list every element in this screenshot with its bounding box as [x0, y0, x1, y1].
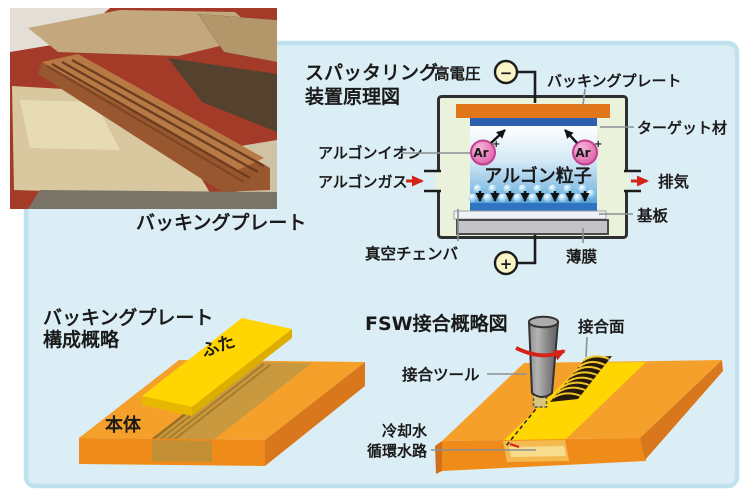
body-label: 本体: [105, 414, 142, 436]
body-channel-notch: [152, 440, 212, 462]
deposition-arrows: [475, 191, 590, 202]
photo-dark-plate: [168, 58, 277, 132]
ar-plus-text: +: [492, 139, 500, 150]
projection-dashed-line: [505, 403, 541, 447]
fsw-left-end-face: [435, 441, 442, 474]
fsw-joint-band: [502, 362, 646, 442]
lid-right-face: [192, 329, 292, 416]
anode-wire: [517, 235, 537, 265]
ar-text: Ar: [575, 146, 590, 160]
sputtering-diagram: スパッタリング 装置原理図 アルゴン粒子: [304, 59, 727, 276]
cooling-channel-label: 循環水路: [367, 442, 428, 460]
joint-surface-label: 接合面: [578, 317, 625, 336]
high-voltage-label: 高電圧: [434, 64, 481, 83]
backing-plate-bar: [456, 104, 610, 118]
weld-seam: [550, 355, 612, 402]
plus-sign: +: [500, 255, 513, 273]
ion-arrow: [564, 129, 578, 144]
joint-tool-label: 接合ツール: [402, 365, 480, 384]
argon-ion-left: Ar +: [470, 129, 506, 166]
ion-arrow: [490, 129, 506, 144]
tool-cylinder: [527, 321, 560, 398]
substrate-strip: [453, 210, 607, 220]
plus-electrode: [493, 250, 519, 276]
target-label: ターゲット材: [637, 119, 727, 137]
exhaust-port-stubs: [624, 169, 641, 193]
plasma-bottom-strip: [470, 203, 597, 211]
vacuum-chamber-label: 真空チェンバ: [365, 244, 459, 263]
photo-cardboard-light: [20, 100, 120, 150]
cooling-water-label: 冷却水: [382, 422, 428, 440]
backing-plate-leader: [582, 88, 586, 106]
argon-gas-label: アルゴンガス: [318, 173, 408, 191]
gas-port-stubs: [424, 169, 441, 193]
lid-near-face: [142, 396, 192, 416]
gas-port-gap: [435, 172, 442, 190]
fsw-tool: [515, 315, 566, 408]
cathode-wire: [517, 70, 537, 103]
argon-ion-label: アルゴンイオン: [318, 144, 423, 162]
ar-text: Ar: [473, 146, 488, 160]
sputter-title-line2: 装置原理図: [304, 85, 400, 108]
substrate-label: 基板: [636, 206, 669, 225]
target-bar: [470, 118, 597, 126]
body-right-face: [265, 362, 365, 466]
photo-groove-line: [46, 65, 245, 183]
exhaust-port-gap: [623, 172, 630, 190]
sputter-title-line1: スパッタリング: [305, 61, 438, 84]
exhaust-label: 排気: [658, 172, 690, 191]
ar-plus-text: +: [594, 139, 602, 150]
joint-surface-leader: [585, 336, 588, 358]
photo-caption: バッキングプレート: [136, 211, 306, 234]
photo-backing-plate: [10, 8, 277, 209]
photo-groove-lines: [51, 58, 265, 180]
minus-electrode: [493, 59, 519, 85]
argon-particle-label: アルゴン粒子: [484, 165, 591, 187]
stage-bar: [456, 219, 609, 235]
plate-title-line1: バッキングプレート: [43, 306, 213, 329]
photo-kraft-bundle-2: [198, 14, 277, 62]
plate-title-line2: 構成概略: [43, 328, 120, 351]
backing-plate-label: バッキングプレート: [547, 72, 682, 90]
argon-ion-right: Ar +: [564, 129, 602, 166]
fsw-cooling-channel-section: [509, 446, 566, 457]
fsw-diagram: FSW接合概略図 接合面 接合ツール 冷却水 循環水路: [365, 312, 723, 474]
lid-top-face: [142, 318, 292, 407]
projection-red-tick: [509, 443, 520, 448]
plate-construction-diagram: バッキングプレート 構成概略 ふた 本体: [43, 306, 365, 466]
fsw-right-face: [640, 360, 723, 460]
tool-cylinder-top: [527, 315, 560, 329]
thin-film-label: 薄膜: [566, 247, 598, 266]
plasma-region: [470, 126, 597, 204]
minus-sign: −: [500, 64, 513, 82]
fsw-title: FSW接合概略図: [365, 312, 508, 335]
rotation-arrow: [515, 346, 566, 361]
photo-pallet: [28, 190, 277, 209]
